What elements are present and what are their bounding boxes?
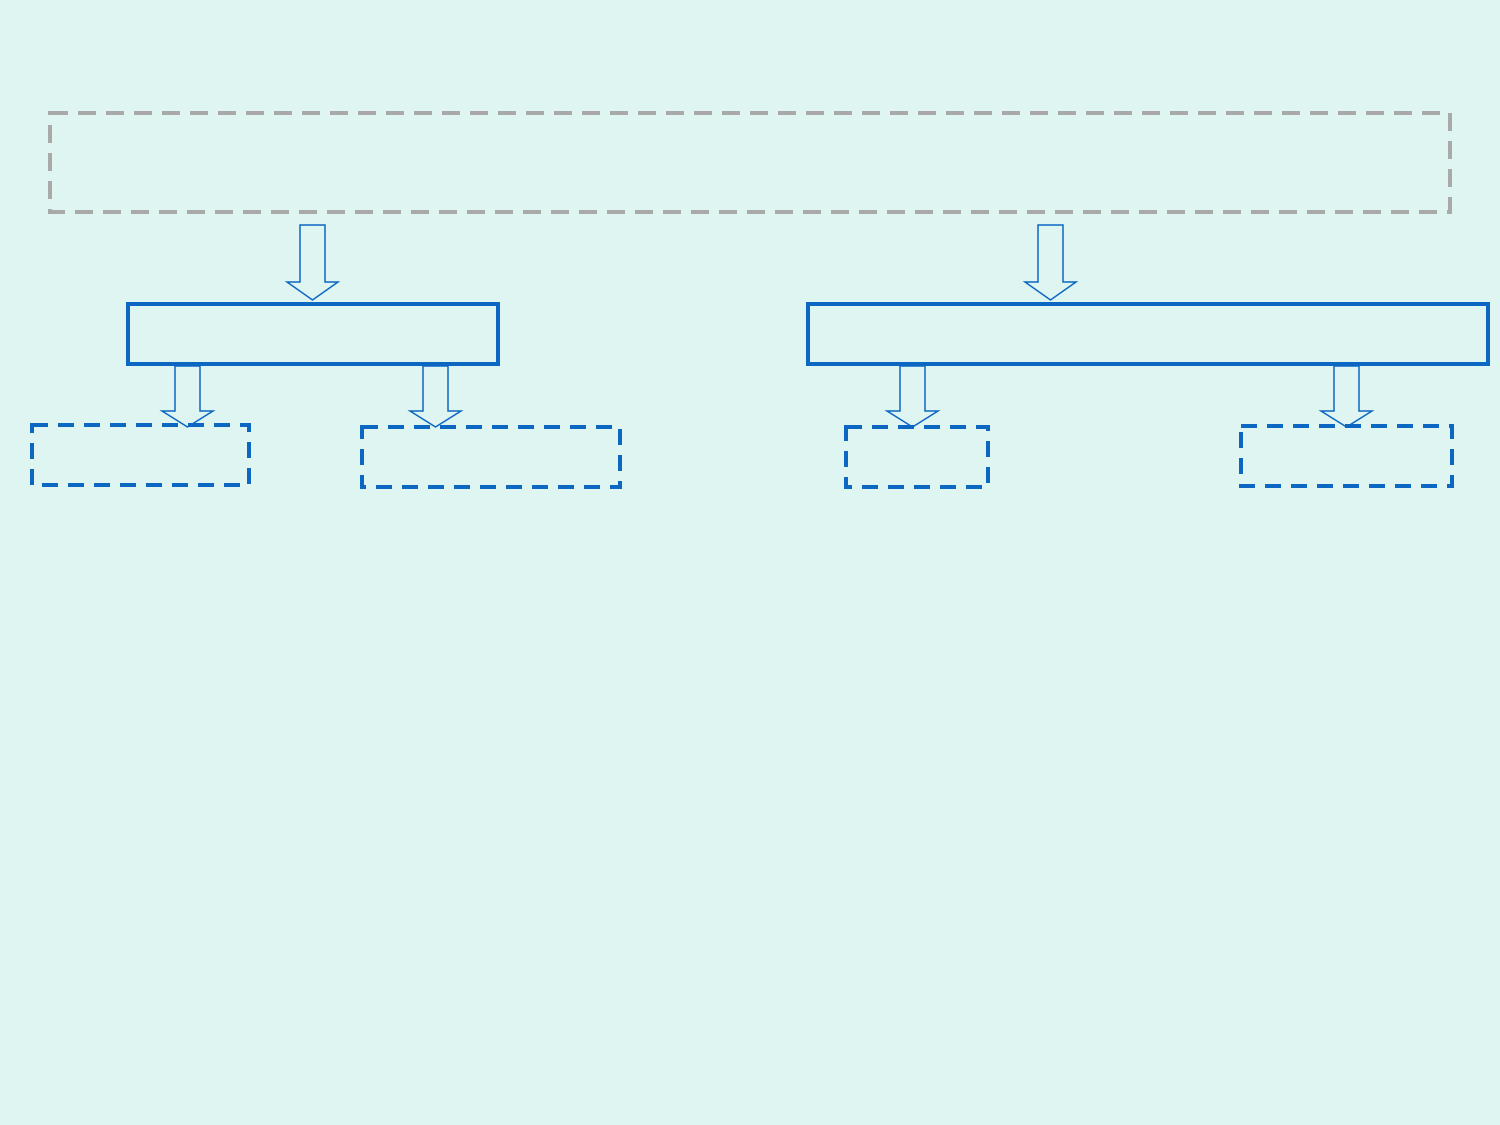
level2-box-2 <box>360 425 622 489</box>
level2-box-1 <box>30 423 251 487</box>
arrow-root-to-right <box>1022 224 1079 301</box>
root-box <box>48 111 1452 214</box>
level1-right-node <box>806 302 1490 366</box>
level2-node-3 <box>844 425 990 489</box>
level2-box-3 <box>844 425 990 489</box>
level1-left-box <box>126 302 500 366</box>
arrow-left-to-child-1 <box>159 365 216 428</box>
level2-box-4 <box>1239 424 1454 488</box>
root-node <box>48 111 1452 214</box>
level2-node-4 <box>1239 424 1454 488</box>
arrow-right-to-child-1 <box>884 365 941 428</box>
level1-right-box <box>806 302 1490 366</box>
arrow-right-to-child-2 <box>1318 365 1375 428</box>
level2-node-1 <box>30 423 251 487</box>
arrow-root-to-left <box>284 224 341 301</box>
level1-left-node <box>126 302 500 366</box>
level2-node-2 <box>360 425 622 489</box>
arrow-left-to-child-2 <box>407 365 464 428</box>
